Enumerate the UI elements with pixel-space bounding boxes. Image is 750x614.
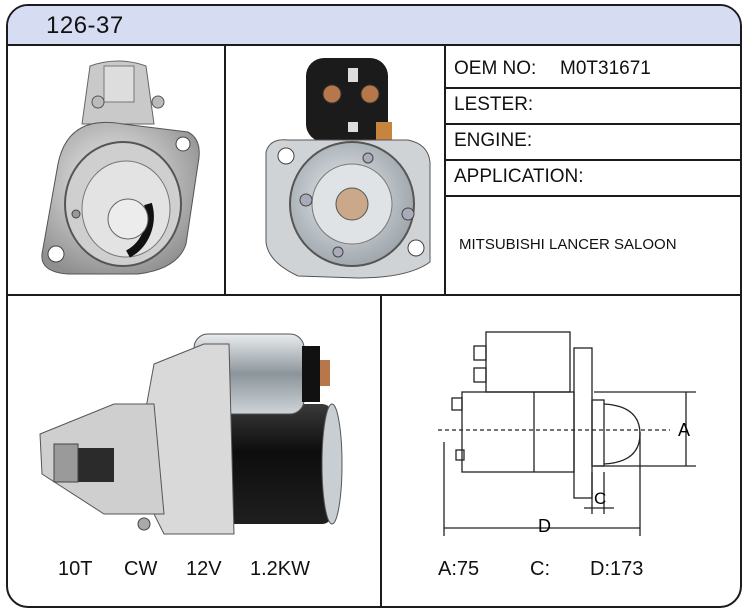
spec-power: 1.2KW	[250, 558, 311, 580]
spec-rotation: CW	[124, 558, 158, 580]
divider-middle	[8, 294, 740, 296]
diagram-label-a: A	[678, 420, 690, 440]
dimension-c: C:	[530, 558, 550, 580]
starter-rear-view-image	[265, 58, 431, 279]
oem-value: M0T31671	[560, 58, 651, 79]
info-row-line-2	[444, 123, 740, 125]
dimension-a: A:75	[438, 558, 480, 580]
part-number: 126-37	[46, 12, 124, 39]
application-label: APPLICATION:	[454, 166, 584, 187]
diagram-label-d: D	[538, 516, 551, 536]
header-bar: 126-37	[8, 6, 740, 46]
lester-label: LESTER:	[454, 94, 534, 115]
spec-voltage: 12V	[186, 558, 222, 580]
dimension-d: D:173	[590, 558, 644, 580]
oem-label: OEM NO:	[454, 58, 537, 79]
info-row-line-3	[444, 159, 740, 161]
diagram-label-c: C	[594, 489, 606, 508]
product-sheet: 126-37 OEM NO: M0T31671 LESTER: ENGINE: …	[6, 4, 742, 608]
divider-bottom	[380, 294, 382, 606]
starter-side-view-image	[39, 333, 343, 535]
starter-front-view-image	[41, 60, 200, 275]
engine-label: ENGINE:	[454, 130, 533, 151]
spec-teeth: 10T	[58, 558, 93, 580]
dimension-diagram: A C D	[438, 331, 696, 536]
application-value: MITSUBISHI LANCER SALOON	[459, 236, 677, 253]
divider-top-2	[444, 46, 446, 294]
divider-top-1	[224, 46, 226, 294]
info-row-line-4	[444, 195, 740, 197]
info-row-line-1	[444, 87, 740, 89]
